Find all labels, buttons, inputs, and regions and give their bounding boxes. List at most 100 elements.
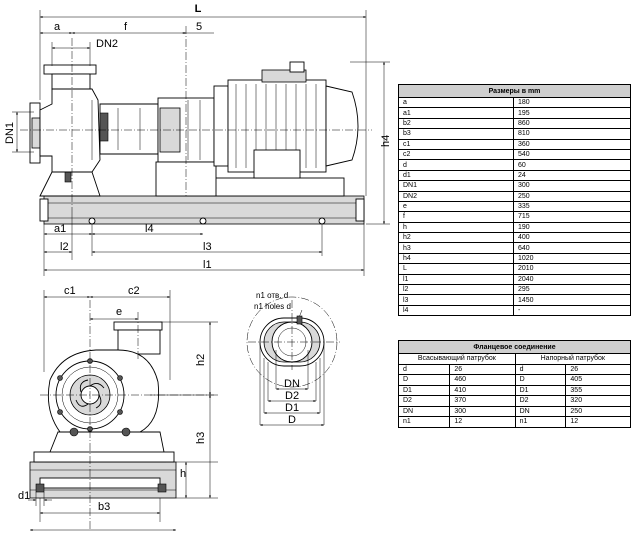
flange-cell-k2: n1	[514, 416, 567, 428]
dim-s: 5	[196, 21, 202, 33]
dim-a: a	[54, 21, 61, 33]
dimension-key: l3	[398, 294, 514, 306]
dim-l4: l4	[145, 223, 154, 235]
dimension-key: b3	[398, 128, 514, 140]
dimension-key: h2	[398, 232, 514, 244]
dim-D: D	[288, 414, 296, 426]
flange-cell-v2: 405	[565, 374, 631, 386]
flange-detail: n1 отв. d n1 holes d DN D2 D1 D	[246, 291, 340, 426]
flange-cell-v2: 26	[565, 363, 631, 375]
bearing-bracket	[99, 103, 159, 155]
dimension-key: c2	[398, 148, 514, 161]
dim-DN2: DN2	[96, 38, 118, 50]
dimension-key: h3	[398, 242, 514, 254]
discharge-flange	[43, 64, 97, 75]
dim-f: f	[124, 21, 128, 33]
holes-label-ru: n1 отв. d	[256, 291, 288, 300]
dim-l3: l3	[203, 241, 212, 253]
suction-header: Всасывающий патрубок	[398, 353, 516, 365]
dimension-value: 640	[513, 242, 631, 254]
dim-DN1: DN1	[4, 122, 16, 144]
dim-e: e	[116, 306, 122, 318]
holes-label-en: n1 holes d	[254, 302, 291, 311]
flange-cell-k2: D	[514, 374, 567, 386]
dim-h4: h4	[380, 135, 392, 147]
dimension-value: 860	[513, 117, 631, 130]
flange-cell-v1: 300	[449, 405, 516, 417]
flange-cell-v1: 12	[449, 416, 516, 428]
dimension-value: 1450	[513, 294, 631, 306]
dim-b3: b3	[98, 501, 110, 513]
flange-cell-k1: d	[397, 363, 451, 375]
flange-cell-v2: 320	[565, 395, 631, 407]
flange-cell-v1: 460	[449, 374, 516, 386]
dimension-value: 60	[513, 159, 631, 171]
dimension-value: 295	[513, 284, 631, 296]
dimension-key: b2	[398, 117, 514, 130]
dimension-value: 2040	[513, 273, 631, 286]
dimension-value: 24	[513, 169, 631, 182]
dim-L: L	[195, 3, 202, 15]
flange-table-title: Фланцевое соединение	[398, 340, 631, 354]
flange-cell-v1: 26	[449, 363, 516, 375]
dim-h: h	[180, 468, 186, 480]
discharge-header: Напорный патрубок	[514, 353, 632, 365]
dimension-key: a1	[398, 107, 514, 119]
motor	[213, 61, 359, 179]
flange-cell-v2: 12	[565, 416, 631, 428]
dimension-key: DN1	[398, 180, 514, 192]
dimension-value: 810	[513, 128, 631, 140]
dimension-key: d	[398, 159, 514, 171]
dimension-value: 195	[513, 107, 631, 119]
flange-cell-k1: D	[397, 374, 451, 386]
dim-d1: d1	[18, 490, 30, 502]
dimension-value: 180	[513, 96, 631, 109]
dimension-value: 250	[513, 190, 631, 202]
flange-table: Фланцевое соединение Всасывающий патрубо…	[397, 340, 632, 428]
side-view: L a f 5 DN2 DN1 h4 a1 l4 l2 l3	[4, 3, 392, 276]
dim-D2: D2	[285, 390, 299, 402]
dimension-key: d1	[398, 169, 514, 182]
dimension-key: e	[398, 200, 514, 213]
dimension-value: 400	[513, 232, 631, 244]
dimension-key: a	[398, 96, 514, 109]
flange-cell-v1: 370	[449, 395, 516, 407]
dimension-key: c1	[398, 138, 514, 150]
dimension-value: 360	[513, 138, 631, 150]
dimension-key: h4	[398, 252, 514, 265]
front-view: c1 c2 e h2 h3 h d1 b3	[18, 285, 218, 531]
flange-cell-v2: 355	[565, 384, 631, 396]
flange-cell-k2: DN	[514, 405, 567, 417]
flange-cell-k1: n1	[397, 416, 451, 428]
dimension-row: l4-	[398, 304, 631, 317]
flange-cell-k1: D1	[397, 384, 451, 396]
flange-cell-k2: D2	[514, 395, 567, 407]
volute-casing	[39, 88, 101, 173]
dimension-value: 540	[513, 148, 631, 161]
dimension-key: l2	[398, 284, 514, 296]
dim-h3: h3	[195, 432, 207, 444]
flange-cell-v2: 250	[565, 405, 631, 417]
